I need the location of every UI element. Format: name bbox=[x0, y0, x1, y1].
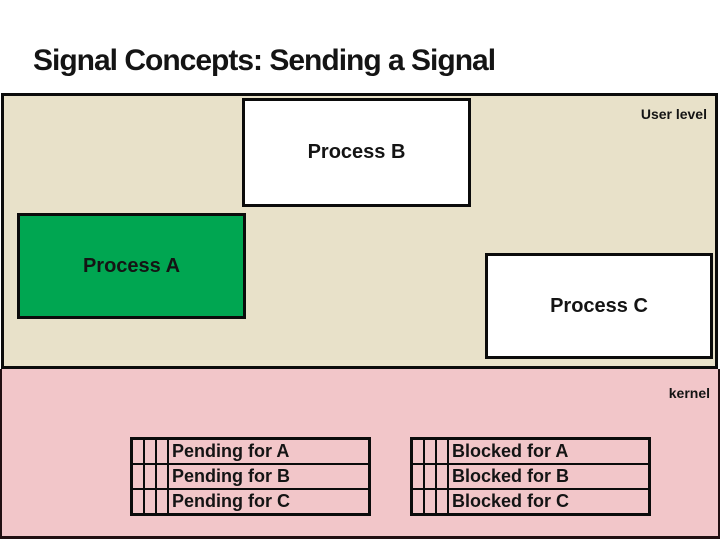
table-row: Blocked for B bbox=[410, 463, 651, 490]
bit-cell bbox=[423, 488, 437, 516]
bit-cell bbox=[130, 437, 145, 465]
pending-signals-table: Pending for A Pending for B Pending for … bbox=[130, 437, 371, 516]
bit-cell bbox=[410, 463, 425, 490]
bit-cell bbox=[155, 463, 169, 490]
blocked-signals-table: Blocked for A Blocked for B Blocked for … bbox=[410, 437, 651, 516]
blocked-row-label: Blocked for B bbox=[447, 463, 651, 490]
bit-cell bbox=[143, 437, 157, 465]
bit-cell bbox=[155, 437, 169, 465]
table-row: Blocked for A bbox=[410, 437, 651, 465]
process-b-box: Process B bbox=[242, 98, 471, 207]
pending-row-label: Pending for C bbox=[167, 488, 371, 516]
bit-cell bbox=[435, 463, 449, 490]
bit-cell bbox=[423, 463, 437, 490]
bit-cell bbox=[130, 463, 145, 490]
kernel-label: kernel bbox=[668, 385, 710, 401]
table-row: Blocked for C bbox=[410, 488, 651, 516]
process-a-box: Process A bbox=[17, 213, 246, 319]
bit-cell bbox=[423, 437, 437, 465]
bit-cell bbox=[155, 488, 169, 516]
process-c-label: Process C bbox=[550, 294, 648, 317]
bit-cell bbox=[435, 437, 449, 465]
process-c-box: Process C bbox=[485, 253, 713, 359]
process-b-label: Process B bbox=[307, 141, 406, 163]
page-title: Signal Concepts: Sending a Signal bbox=[33, 44, 496, 77]
user-level-label: User level bbox=[640, 106, 707, 122]
bit-cell bbox=[410, 437, 425, 465]
process-a-label: Process A bbox=[82, 254, 181, 277]
table-row: Pending for B bbox=[130, 463, 371, 490]
table-row: Pending for A bbox=[130, 437, 371, 465]
bit-cell bbox=[435, 488, 449, 516]
bit-cell bbox=[143, 463, 157, 490]
bit-cell bbox=[410, 488, 425, 516]
pending-row-label: Pending for B bbox=[167, 463, 371, 490]
blocked-row-label: Blocked for C bbox=[447, 488, 651, 516]
pending-row-label: Pending for A bbox=[167, 437, 371, 465]
table-row: Pending for C bbox=[130, 488, 371, 516]
bit-cell bbox=[143, 488, 157, 516]
blocked-row-label: Blocked for A bbox=[447, 437, 651, 465]
bit-cell bbox=[130, 488, 145, 516]
